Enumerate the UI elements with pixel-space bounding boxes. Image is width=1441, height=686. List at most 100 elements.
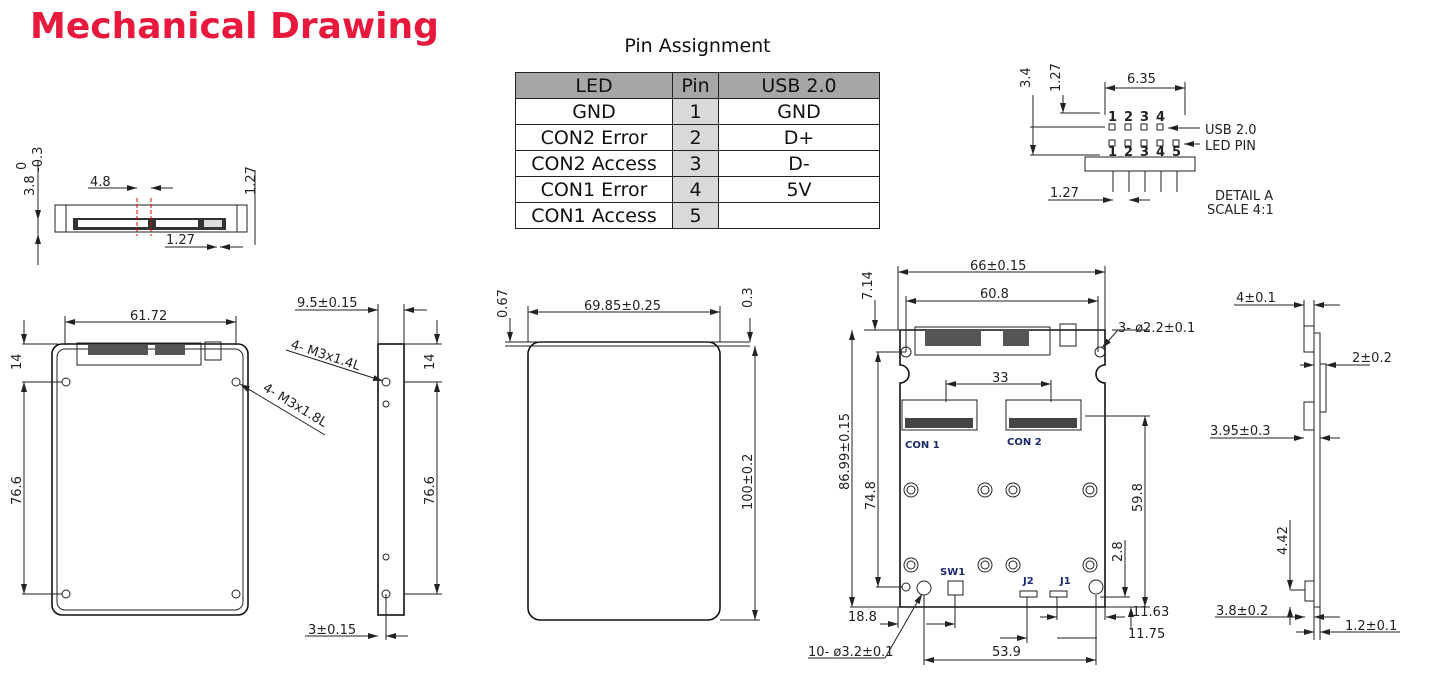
cell-usb: D-: [718, 150, 880, 177]
dim-sw-offset: 18.8: [848, 610, 877, 625]
outline-view: 69.85±0.25 0.67 0.3 100±0.2: [496, 287, 760, 621]
board-view: CON 1 CON 2 SW1 J2 J1 66±0.15 60.8 7.14: [808, 259, 1195, 665]
pin-assignment-caption: Pin Assignment: [624, 35, 771, 57]
usb-pin-1: 1: [1108, 110, 1117, 125]
dim-con-height: 3.95±0.3: [1210, 424, 1271, 439]
dim-bottom: 4.42: [1276, 526, 1291, 555]
usb-pin-2: 2: [1124, 110, 1133, 125]
dim-j2-offset: 11.75: [1128, 627, 1165, 642]
dim-holes-span: 53.9: [992, 645, 1021, 660]
led-pin-1: 1: [1108, 145, 1117, 160]
dim-top-hole: 14: [10, 353, 25, 370]
cell-led: CON1 Access: [515, 202, 673, 229]
dim-pitch-right: 1.27: [244, 166, 259, 195]
sw1-label: SW1: [940, 567, 965, 578]
dim-case-height: 100±0.2: [741, 454, 756, 510]
dim-pitch-h: 6.35: [1127, 72, 1156, 87]
dim-board-height: 86.99±0.15: [838, 413, 853, 490]
dim-con-spacing: 33: [992, 371, 1009, 386]
top-edge-view: 3.8 0 -0.3 4.8 1.27 1.27: [15, 147, 259, 265]
dim-board-width: 66±0.15: [970, 259, 1026, 274]
usb-pin-3: 3: [1140, 110, 1149, 125]
detail-scale: SCALE 4:1: [1207, 203, 1274, 218]
con1-label: CON 1: [905, 440, 940, 451]
dim-case-width: 69.85±0.25: [584, 299, 661, 314]
dim-side-top-hole: 14: [423, 353, 438, 370]
cell-usb: 5V: [718, 176, 880, 203]
side-view: 9.5±0.15 4- M3x1.4L 14 76.6 3±0.15: [285, 296, 442, 640]
dim-inner-height: 74.8: [864, 481, 879, 510]
sata-connector: [914, 326, 1051, 356]
cell-led: CON2 Error: [515, 124, 673, 151]
j1-label: J1: [1059, 576, 1071, 587]
front-screw-note: 4- M3x1.8L: [260, 381, 330, 431]
dim-pcb-gap: 2±0.2: [1352, 351, 1392, 366]
side-screw-note: 4- M3x1.4L: [289, 338, 363, 375]
usb-pins: 1 2 3 4: [1108, 110, 1165, 131]
dim-sw-height: 3.8±0.2: [1216, 604, 1268, 619]
front-view: 61.72 14 76.6 4- M3x1.8L: [10, 309, 330, 616]
detail-caption: DETAIL A: [1215, 189, 1273, 204]
led-pin-4: 4: [1156, 145, 1165, 160]
dim-top-offset: 7.14: [861, 271, 876, 300]
dim-hole-offset: 3±0.15: [308, 623, 356, 638]
cell-pin: 2: [672, 124, 719, 151]
pcb-profile: [1313, 332, 1321, 608]
header-led: LED: [515, 72, 673, 99]
usb-pin-4: 4: [1156, 110, 1165, 125]
con2-slot: [1005, 399, 1082, 431]
led-pin-5: 5: [1172, 145, 1181, 160]
dim-connector-width: 60.8: [980, 287, 1009, 302]
dim-offset: 4.8: [90, 175, 111, 190]
dim-con-to-bottom: 59.8: [1131, 483, 1146, 512]
header-usb: USB 2.0: [718, 72, 880, 99]
led-pins: 1 2 3 4 5: [1108, 139, 1181, 160]
page-title: Mechanical Drawing: [30, 6, 439, 47]
drive-outline: [51, 343, 249, 616]
dim-pcb-thickness: 1.2±0.1: [1345, 619, 1397, 634]
dim-hole-spacing: 76.6: [10, 476, 25, 505]
cell-usb: [718, 202, 880, 229]
con2-label: CON 2: [1007, 437, 1042, 448]
dim-top-width: 4±0.1: [1236, 291, 1276, 306]
profile-view: 4±0.1 2±0.2 3.95±0.3 4.42 3.8±0.2 1.2±0.…: [1210, 291, 1400, 640]
dim-b: 1.27: [1049, 63, 1064, 92]
dim-side-hole-spacing: 76.6: [423, 476, 438, 505]
dim-tol-lower: -0.3: [31, 147, 46, 172]
dim-j1-offset: 11.63: [1132, 605, 1169, 620]
drive-side-outline: [377, 343, 405, 616]
dim-a: 3.4: [1019, 67, 1034, 88]
led-pin-3: 3: [1140, 145, 1149, 160]
sw1-switch: [947, 580, 964, 596]
table-header-row: LED Pin USB 2.0: [515, 72, 880, 99]
dim-hole-offset: 2.8: [1111, 541, 1126, 562]
cell-pin: 5: [672, 202, 719, 229]
con1-slot: [901, 399, 978, 431]
mount-hole-note: 3- ø2.2±0.1: [1118, 321, 1195, 336]
dim-right-step: 0.3: [741, 287, 756, 308]
dim-height: 3.8: [23, 175, 38, 196]
standoff-holes: [903, 482, 1104, 596]
j1-header: [1049, 590, 1068, 598]
dim-tol-upper: 0: [15, 162, 30, 170]
dim-pitch-bottom: 1.27: [166, 233, 195, 248]
led-pin-2: 2: [1124, 145, 1133, 160]
drive-case-outline: [527, 341, 721, 621]
dim-thickness: 9.5±0.15: [297, 296, 358, 311]
led-pin-label: LED PIN: [1205, 139, 1256, 154]
standoff-note: 10- ø3.2±0.1: [808, 645, 894, 660]
j2-label: J2: [1022, 576, 1034, 587]
dim-width: 61.72: [130, 309, 167, 324]
detail-a: 6.35 3.4 1.27 1 2 3 4 1 2 3 4 5 USB 2.0 …: [1019, 63, 1274, 218]
dim-pitch-bottom: 1.27: [1050, 186, 1079, 201]
sata-connector: [76, 342, 202, 366]
dim-left-step: 0.67: [496, 289, 511, 318]
j2-header: [1019, 590, 1038, 598]
usb-label: USB 2.0: [1205, 123, 1257, 138]
